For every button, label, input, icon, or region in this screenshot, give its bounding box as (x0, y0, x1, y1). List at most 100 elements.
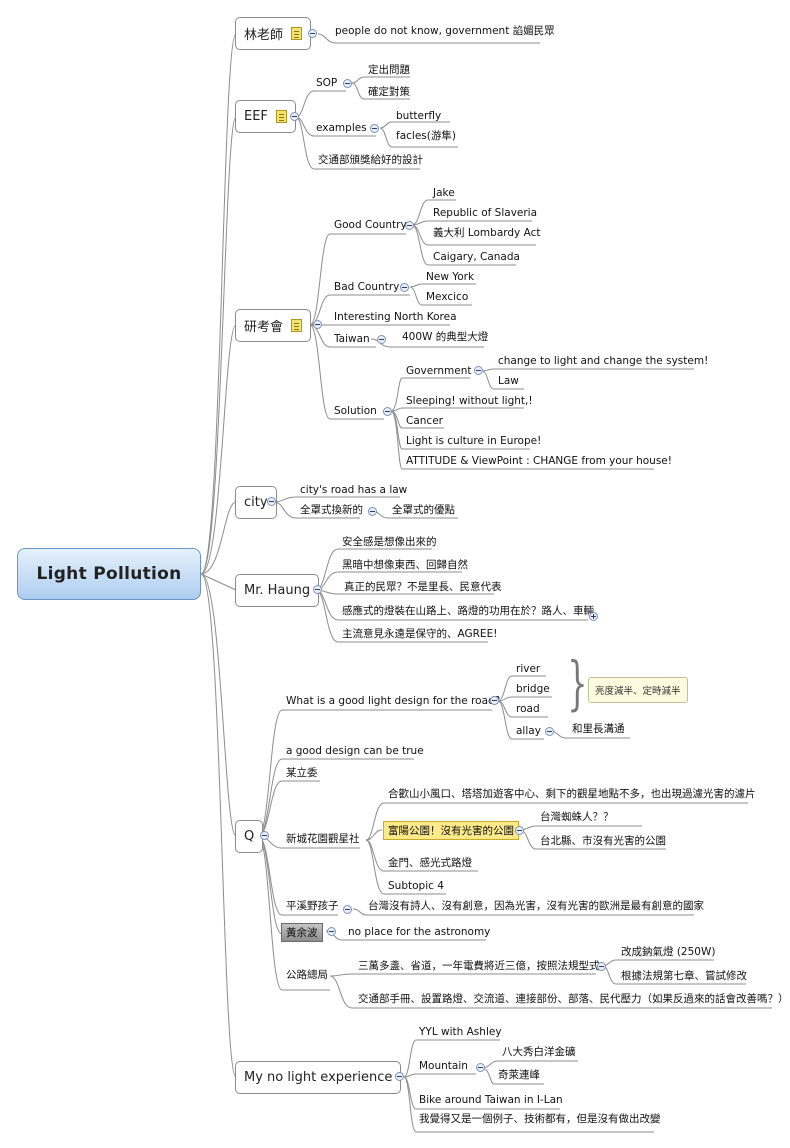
subtopic[interactable]: 台灣蜘蛛人？？ (540, 811, 614, 823)
collapse-icon[interactable] (490, 696, 499, 705)
subtopic[interactable]: 交通部頒獎給好的設計 (318, 154, 423, 166)
subtopic-allay[interactable]: allay (516, 725, 541, 737)
subtopic[interactable]: Caigary, Canada (433, 251, 520, 263)
subtopic[interactable]: New York (426, 271, 475, 283)
collapse-icon[interactable] (476, 1063, 485, 1072)
topic-experience[interactable]: My no light experience (235, 1061, 402, 1094)
collapse-icon[interactable] (308, 29, 317, 38)
subtopic[interactable]: 奇萊連峰 (498, 1069, 540, 1081)
topic-haung[interactable]: Mr. Haung (235, 574, 320, 607)
expand-icon[interactable] (589, 612, 598, 621)
collapse-icon[interactable] (368, 507, 377, 516)
subtopic[interactable]: 台北縣、市沒有光害的公園 (540, 835, 666, 847)
collapse-icon[interactable] (260, 831, 269, 840)
selected-subtopic[interactable]: 黃余波 (281, 923, 323, 942)
subtopic[interactable]: Republic of Slaveria (433, 207, 538, 219)
subtopic[interactable]: Subtopic 4 (388, 880, 444, 892)
subtopic[interactable]: 定出問題 (368, 64, 410, 76)
subtopic-government[interactable]: Government (406, 365, 472, 377)
collapse-icon[interactable] (267, 497, 276, 506)
subtopic[interactable]: butterfly (396, 110, 442, 122)
subtopic[interactable]: 真正的民眾？不是里長、民意代表 (344, 581, 502, 593)
subtopic[interactable]: change to light and change the system! (498, 355, 709, 367)
collapse-icon[interactable] (597, 962, 606, 971)
subtopic-good-country[interactable]: Good Country (334, 219, 407, 231)
subtopic[interactable]: Jake (433, 187, 455, 199)
subtopic[interactable]: Bike around Taiwan in I-Lan (419, 1094, 563, 1106)
topic-research[interactable]: 研考會 (235, 309, 312, 342)
collapse-icon[interactable] (405, 221, 414, 230)
collapse-icon[interactable] (474, 366, 483, 375)
subtopic-design[interactable]: What is a good light design for the road… (286, 695, 501, 707)
subtopic[interactable]: ATTITUDE & ViewPoint : CHANGE from your … (406, 455, 672, 467)
subtopic-kid[interactable]: 平溪野孩子 (286, 900, 339, 912)
subtopic[interactable]: bridge (516, 683, 550, 695)
collapse-icon[interactable] (343, 905, 352, 914)
topic-eef[interactable]: EEF (235, 100, 296, 133)
subtopic[interactable]: 我覺得又是一個例子、技術都有，但是沒有做出改變 (419, 1113, 661, 1125)
subtopic[interactable]: Law (498, 375, 519, 387)
subtopic[interactable]: 金門、感光式路燈 (388, 857, 472, 869)
subtopic[interactable]: Cancer (406, 415, 443, 427)
subtopic[interactable]: 合歡山小風口、塔塔加遊客中心、剩下的觀星地點不多，也出現過濾光害的濾片 (388, 788, 756, 800)
central-topic[interactable]: Light Pollution (17, 548, 201, 600)
subtopic[interactable]: 某立委 (286, 767, 318, 779)
subtopic[interactable]: 感應式的燈裝在山路上、路燈的功用在於？路人、車輛 (342, 605, 594, 617)
subtopic[interactable]: people do not know, government 諂媚民眾 (335, 25, 555, 37)
collapse-icon[interactable] (327, 927, 336, 936)
subtopic[interactable]: city's road has a law (300, 484, 408, 496)
subtopic-mountain[interactable]: Mountain (419, 1060, 468, 1072)
subtopic-examples[interactable]: examples (316, 122, 367, 134)
callout[interactable]: 亮度減半、定時減半 (588, 677, 688, 703)
collapse-icon[interactable] (395, 1072, 404, 1081)
subtopic[interactable]: 和里長溝通 (572, 723, 625, 735)
collapse-icon[interactable] (313, 585, 322, 594)
subtopic[interactable]: 台灣沒有詩人、沒有創意，因為光害，沒有光害的歐洲是最有創意的國家 (368, 900, 704, 912)
subtopic[interactable]: 交通部手冊、設置路燈、交流道、連接部份、部落、民代壓力（如果反過來的話會改善嗎？… (358, 993, 789, 1005)
subtopic[interactable]: Mexcico (426, 291, 469, 303)
collapse-icon[interactable] (400, 283, 409, 292)
subtopic[interactable]: 黑暗中想像東西、回歸自然 (342, 559, 468, 571)
highlighted-subtopic[interactable]: 富陽公園！沒有光害的公園 (383, 821, 519, 840)
subtopic-sop[interactable]: SOP (316, 77, 338, 89)
subtopic[interactable]: Sleeping! without light,! (406, 395, 533, 407)
subtopic[interactable]: 主流意見永遠是保守的、AGREE! (342, 628, 498, 640)
note-icon[interactable] (275, 110, 287, 123)
subtopic[interactable]: 根據法規第七章、嘗試修改 (621, 970, 747, 982)
collapse-icon[interactable] (370, 124, 379, 133)
collapse-icon[interactable] (377, 335, 386, 344)
subtopic[interactable]: 全罩式換新的 (300, 504, 363, 516)
subtopic[interactable]: river (516, 663, 541, 675)
subtopic[interactable]: facles(游隼) (396, 130, 456, 142)
subtopic[interactable]: no place for the astronomy (348, 926, 491, 938)
subtopic[interactable]: Light is culture in Europe! (406, 435, 542, 447)
subtopic[interactable]: 八大秀白洋金礦 (502, 1046, 576, 1058)
collapse-icon[interactable] (383, 407, 392, 416)
subtopic[interactable]: road (516, 703, 540, 715)
subtopic-hwy[interactable]: 公路總局 (286, 969, 328, 981)
subtopic-solution[interactable]: Solution (334, 405, 377, 417)
subtopic[interactable]: Interesting North Korea (334, 311, 457, 323)
subtopic[interactable]: a good design can be true (286, 745, 424, 757)
subtopic[interactable]: 確定對策 (368, 86, 410, 98)
collapse-icon[interactable] (313, 320, 322, 329)
subtopic[interactable]: 安全感是想像出來的 (342, 536, 437, 548)
subtopic[interactable]: 義大利 Lombardy Act (433, 227, 541, 239)
subtopic-taiwan[interactable]: Taiwan (334, 333, 370, 345)
subtopic[interactable]: 改成鈉氣燈 (250W) (621, 946, 716, 958)
topic-lin[interactable]: 林老師 (235, 17, 312, 50)
collapse-icon[interactable] (515, 826, 524, 835)
topic-q[interactable]: Q (235, 820, 264, 853)
subtopic-bad-country[interactable]: Bad Country (334, 281, 400, 293)
note-icon[interactable] (291, 27, 303, 40)
collapse-icon[interactable] (290, 112, 299, 121)
collapse-icon[interactable] (343, 79, 352, 88)
collapse-icon[interactable] (545, 727, 554, 736)
subtopic[interactable]: 400W 的典型大燈 (402, 331, 489, 343)
subtopic-park[interactable]: 新城花園觀星社 (286, 833, 360, 845)
subtopic[interactable]: 全罩式的優點 (392, 504, 455, 516)
note-icon[interactable] (291, 319, 303, 332)
subtopic[interactable]: 三萬多盞、省道，一年電費將近三億，按照法規型式 (358, 960, 600, 972)
subtopic[interactable]: YYL with Ashley (419, 1026, 502, 1038)
